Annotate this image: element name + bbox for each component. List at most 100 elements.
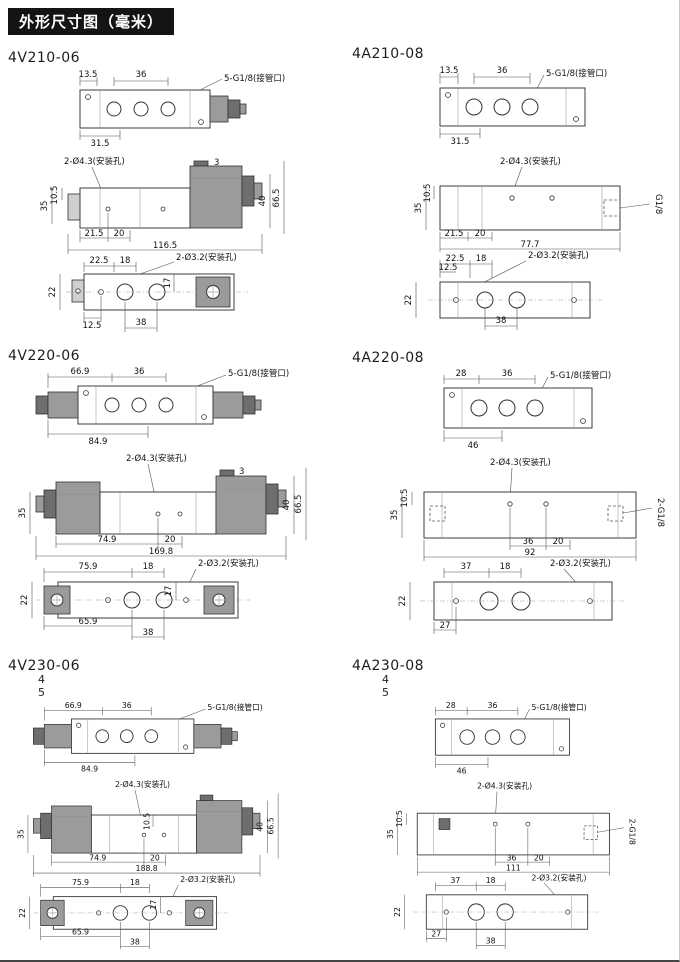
dim-label: 18 <box>500 562 511 572</box>
dim-label: 21.5 <box>85 229 104 239</box>
dim-label: 18 <box>486 876 496 885</box>
dim-label: 22 <box>20 595 30 606</box>
mount-label: 2-Ø4.3(安装孔) <box>115 779 170 789</box>
dim-label: 36 <box>497 66 508 76</box>
dim-label: 36 <box>488 701 498 710</box>
dim-label: 18 <box>130 878 140 887</box>
drawing-4v220-06: 66.9 36 5-G1/8(接管口) 84.9 2-Ø4.3(安装孔) <box>18 367 307 640</box>
section-title: 4V220-06 <box>8 348 81 364</box>
port-label: 5-G1/8(接管口) <box>228 368 289 379</box>
section-4a230-08: 4A230-08 4 5 28 36 5-G1/8(接管口) 46 2-Ø4.3… <box>352 658 674 951</box>
side-port-label: 2-G1/8 <box>655 498 665 527</box>
port-label: 5-G1/8(接管口) <box>546 68 607 79</box>
dim-label: 10.5 <box>50 186 60 205</box>
v220-bottom-view: 75.9 18 2-Ø3.2(安装孔) 17 22 <box>20 558 259 640</box>
dim-label: 65.9 <box>79 617 98 627</box>
dim-label: 22 <box>404 295 414 306</box>
side-port-label: G1/8 <box>653 194 663 214</box>
dim-label: 31.5 <box>91 139 110 149</box>
dim-label: 37 <box>461 562 472 572</box>
section-4v220-06: 4V220-06 66.9 36 5-G1/8(接管口) 84.9 2 <box>8 348 343 642</box>
dim-label: 36 <box>523 537 534 547</box>
dim-label: 13.5 <box>440 66 459 76</box>
dim-label: 10.5 <box>395 810 404 827</box>
dim-label: 66.5 <box>267 818 276 835</box>
mount-label: 2-Ø3.2(安装孔) <box>531 873 586 883</box>
section-subtitle: 4 <box>382 673 389 686</box>
dim-label: 20 <box>150 854 160 863</box>
dim-label: 3 <box>214 158 219 168</box>
section-4a220-08: 4A220-08 28 36 5-G1/8(接管口) 46 2-Ø4.3(安装孔… <box>352 350 674 644</box>
dim-label: 111 <box>506 864 521 873</box>
mount-label: 2-Ø4.3(安装孔) <box>64 156 125 167</box>
dim-label: 31.5 <box>451 137 470 147</box>
dim-label: 75.9 <box>72 878 89 887</box>
v220-front-view: 2-Ø4.3(安装孔) 3 35 40 66.5 <box>18 453 307 560</box>
dim-label: 38 <box>486 937 496 946</box>
dim-label: 75.9 <box>79 562 98 572</box>
a210-front-view: 2-Ø4.3(安装孔) G1/8 35 10.5 21.5 20 77.7 <box>414 156 663 252</box>
a230-top-view: 28 36 5-G1/8(接管口) 46 <box>434 701 587 776</box>
drawing-4a230-08: 28 36 5-G1/8(接管口) 46 2-Ø4.3(安装孔) <box>386 701 636 950</box>
dim-label: 38 <box>136 318 147 328</box>
dim-label: 17 <box>149 900 158 910</box>
dim-label: 12.5 <box>83 321 102 331</box>
dim-label: 36 <box>134 367 145 377</box>
dim-label: 3 <box>239 467 244 477</box>
dim-label: 36 <box>122 701 132 710</box>
port-label: 5-G1/8(接管口) <box>207 702 262 712</box>
dim-label: 84.9 <box>89 437 108 447</box>
dim-label: 66.5 <box>272 189 282 208</box>
a230-front-view: 2-Ø4.3(安装孔) 2-G1/8 10.5 35 36 20 11 <box>386 781 636 877</box>
v210-front-view: 2-Ø4.3(安装孔) 3 10.5 35 40 66.5 <box>40 156 285 254</box>
dim-label: 169.8 <box>149 547 173 557</box>
dim-label: 35 <box>40 201 50 212</box>
mount-label: 2-Ø3.2(安装孔) <box>528 250 589 261</box>
dim-label: 20 <box>553 537 564 547</box>
section-subtitle: 5 <box>38 685 45 699</box>
mount-label: 2-Ø3.2(安装孔) <box>176 252 237 263</box>
dim-label: 21.5 <box>445 229 464 239</box>
section-title: 4A210-08 <box>352 46 425 62</box>
dim-label: 66.9 <box>71 367 90 377</box>
dim-label: 20 <box>114 229 125 239</box>
section-title: 4V210-06 <box>8 50 81 66</box>
dim-label: 66.9 <box>65 701 82 710</box>
dim-label: 18 <box>120 256 131 266</box>
dim-label: 36 <box>502 369 513 379</box>
section-subtitle: 5 <box>382 685 389 699</box>
v230-front-view: 2-Ø4.3(安装孔) 10.5 35 40 66.5 <box>16 779 279 877</box>
port-label: 5-G1/8(接管口) <box>224 73 285 84</box>
dim-label: 65.9 <box>72 928 89 937</box>
mount-label: 2-Ø3.2(安装孔) <box>180 874 235 884</box>
mount-label: 2-Ø4.3(安装孔) <box>500 156 561 167</box>
v220-top-view: 66.9 36 5-G1/8(接管口) 84.9 <box>35 367 289 447</box>
v230-bottom-view: 75.9 18 2-Ø3.2(安装孔) 17 22 <box>18 874 235 950</box>
dim-label: 22.5 <box>446 254 465 264</box>
dim-label: 18 <box>143 562 154 572</box>
a210-top-view: 13.5 36 5-G1/8(接管口) 31.5 <box>439 66 607 147</box>
section-title: 4A230-08 <box>352 658 425 674</box>
dim-label: 38 <box>496 316 507 326</box>
dim-label: 38 <box>130 938 140 947</box>
dim-label: 27 <box>431 930 441 939</box>
mount-label: 2-Ø3.2(安装孔) <box>198 558 259 569</box>
dim-label: 46 <box>457 767 467 776</box>
mount-label: 2-Ø4.3(安装孔) <box>490 457 551 468</box>
dim-label: 77.7 <box>521 240 540 250</box>
a220-top-view: 28 36 5-G1/8(接管口) 46 <box>443 369 611 451</box>
a210-bottom-view: 22.5 18 2-Ø3.2(安装孔) 12.5 22 38 <box>404 250 602 330</box>
port-label: 5-G1/8(接管口) <box>531 702 586 712</box>
dim-label: 36 <box>136 70 147 80</box>
a230-bottom-view: 37 18 2-Ø3.2(安装孔) 22 27 38 <box>393 873 599 950</box>
dim-label: 28 <box>446 701 456 710</box>
dim-label: 20 <box>534 854 544 863</box>
dim-label: 17 <box>163 278 173 289</box>
dim-label: 74.9 <box>98 535 117 545</box>
dim-label: 92 <box>525 548 536 558</box>
dim-label: 35 <box>386 829 395 839</box>
v210-top-view: 13.5 36 5-G1/8(接管口) 31.5 <box>79 70 286 149</box>
dim-label: 37 <box>450 876 460 885</box>
dim-label: 20 <box>165 535 176 545</box>
